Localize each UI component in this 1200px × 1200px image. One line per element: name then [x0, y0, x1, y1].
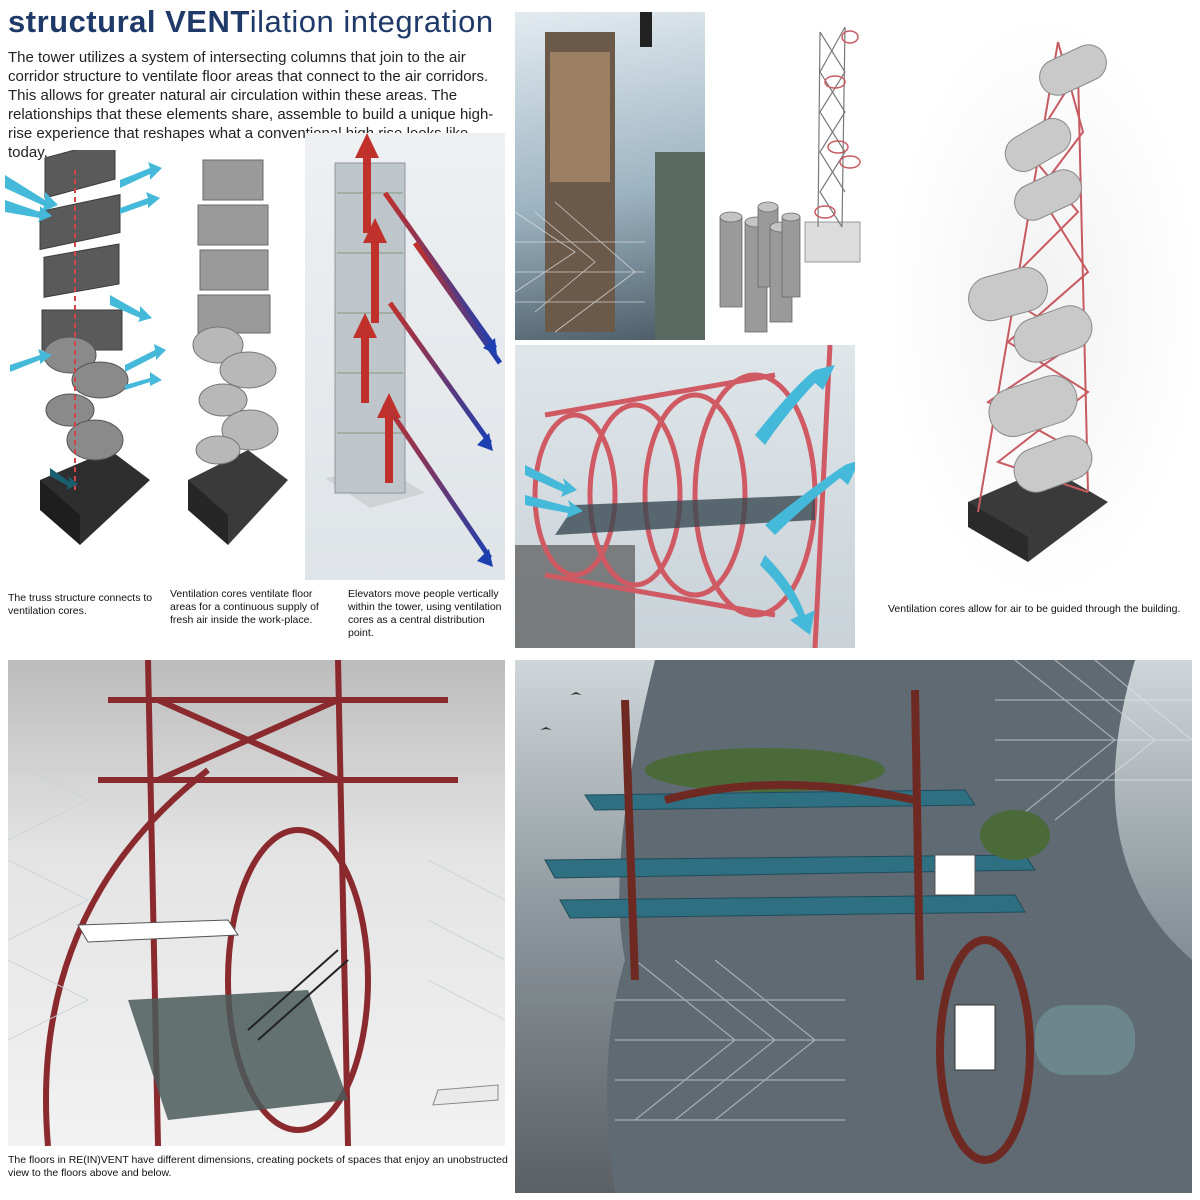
tower-render-photo	[515, 12, 705, 340]
air-corridor-render	[515, 345, 855, 648]
truss-diagram	[0, 150, 175, 580]
caption-elevators: Elevators move people vertically within …	[348, 588, 502, 639]
exterior-render	[515, 660, 1192, 1193]
rust-structure	[621, 689, 1034, 1164]
caption-truss: The truss structure connects to ventilat…	[8, 592, 153, 617]
title-bold: structural VENT	[8, 4, 250, 39]
intro-paragraph: The tower utilizes a system of intersect…	[8, 49, 494, 161]
air-flow-arrows	[525, 365, 855, 635]
diagonal-flow	[382, 191, 503, 560]
red-frame	[43, 660, 458, 1146]
floor-pockets-render	[8, 660, 505, 1146]
elevator-diagram	[305, 133, 505, 580]
cylinders	[719, 201, 801, 333]
caption-cores: Ventilation cores ventilate floor areas …	[170, 588, 319, 626]
corridor-rings	[532, 345, 833, 648]
caption-guided: Ventilation cores allow for air to be gu…	[888, 603, 1181, 615]
diagrid-skin	[615, 660, 1192, 1121]
ventilation-tower-diagram	[888, 12, 1200, 602]
page-title: structural VENTilation integration	[8, 4, 494, 40]
stair	[247, 949, 349, 1041]
cores-diagram	[178, 150, 298, 580]
core-models	[710, 12, 885, 340]
title-light: ilation integration	[249, 4, 494, 39]
caption-floors: The floors in RE(IN)VENT have different …	[8, 1154, 508, 1179]
air-arrows	[5, 162, 166, 390]
vent-cores	[968, 44, 1107, 493]
truss-tower	[817, 26, 846, 228]
roof-garden	[645, 748, 1050, 860]
